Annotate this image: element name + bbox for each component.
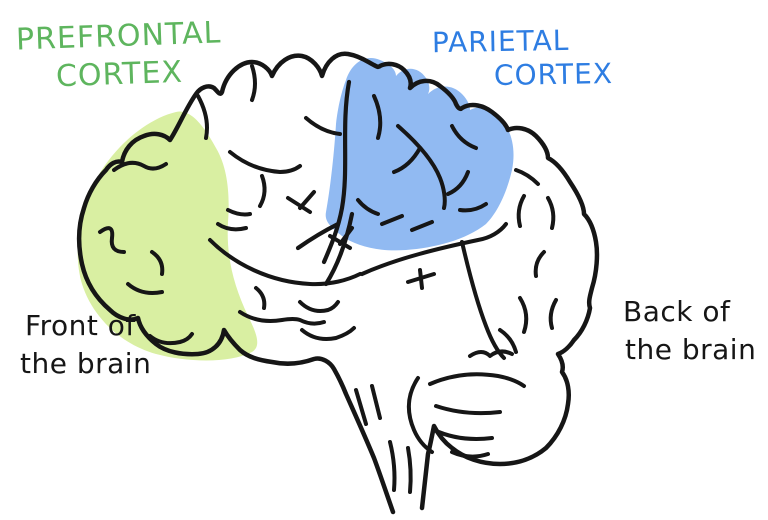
central-sulcus (295, 79, 355, 287)
temporal-sulci (238, 168, 558, 360)
brain-ink (77, 51, 600, 515)
parietal-cortex-label-line1: PARIETAL (431, 23, 570, 60)
back-of-brain-label-line1: Back of (623, 295, 731, 328)
brain-outline (77, 51, 600, 515)
prefrontal-cortex-label-line1: PREFRONTAL (15, 15, 222, 58)
cerebellum-lines (406, 328, 526, 459)
frontal-sulci (98, 64, 362, 346)
front-of-brain-label-line1: Front of (25, 309, 136, 342)
back-of-brain-label-line2: the brain (625, 333, 757, 366)
prefrontal-cortex-label-line2: CORTEX (55, 54, 184, 95)
prefrontal-region (77, 111, 258, 361)
front-of-brain-label-line2: the brain (20, 347, 152, 380)
brainstem-lines (354, 384, 413, 494)
parietal-cortex-label-line2: CORTEX (493, 56, 614, 93)
parietal-sulci (356, 94, 488, 232)
parietal-region (325, 58, 514, 251)
